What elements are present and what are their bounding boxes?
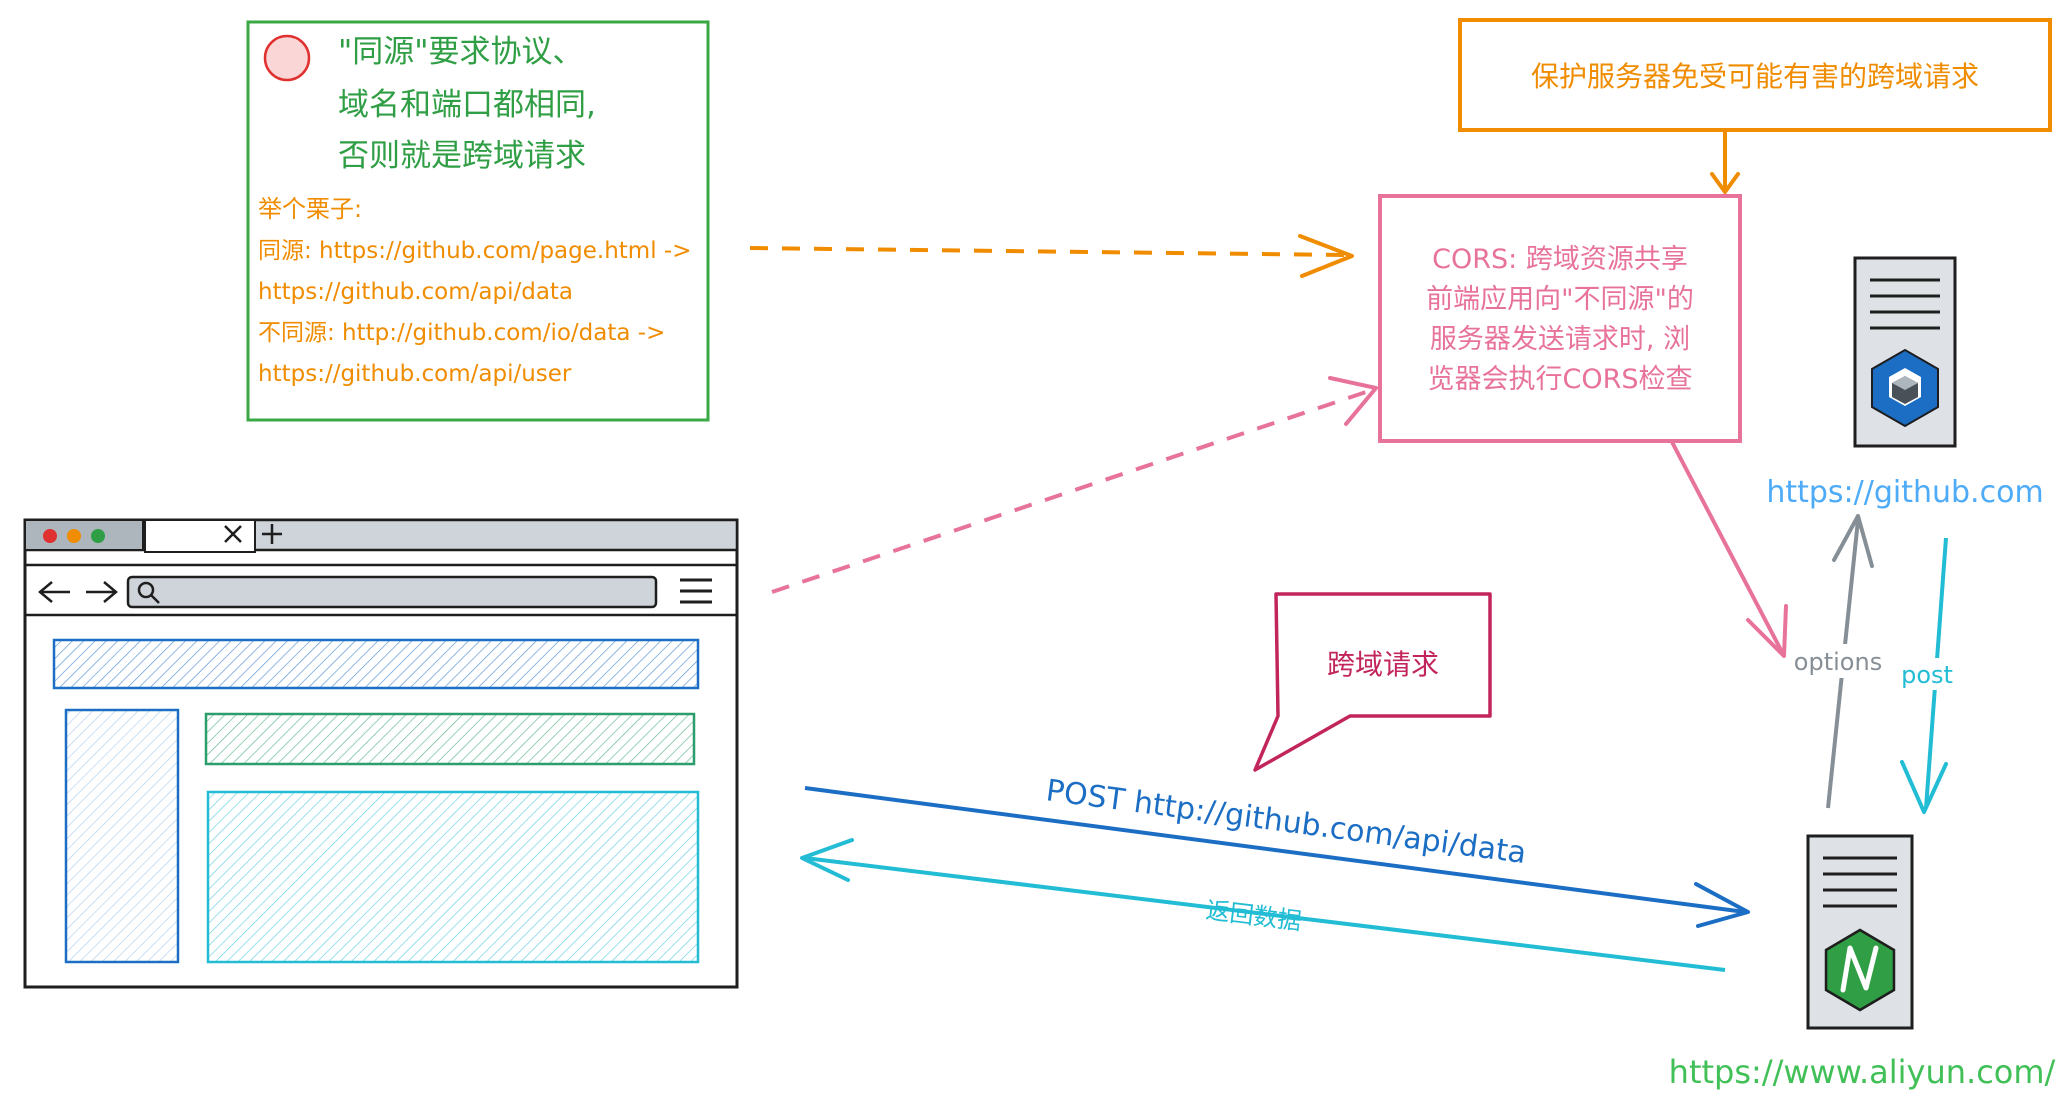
same-origin-to-cors-arrow bbox=[749, 234, 1354, 278]
browser-tab[interactable] bbox=[144, 519, 256, 553]
example-line-3: 不同源: http://github.com/io/data -> bbox=[258, 320, 665, 346]
same-origin-note: "同源"要求协议、 域名和端口都相同, 否则就是跨域请求 举个栗子: 同源: h… bbox=[246, 20, 710, 422]
browser-window bbox=[23, 518, 739, 989]
aliyun-server bbox=[1806, 834, 1914, 1030]
cors-line-4: 览器会执行CORS检查 bbox=[1427, 364, 1692, 395]
protect-note-border bbox=[1458, 18, 2052, 132]
page-content-block bbox=[206, 790, 700, 964]
github-url-label: https://github.com bbox=[1766, 475, 2043, 510]
back-arrow-icon[interactable] bbox=[38, 581, 70, 603]
cross-request-bubble: 跨域请求 bbox=[1253, 592, 1492, 772]
speech-bubble-shape bbox=[1253, 592, 1492, 772]
cors-note-border bbox=[1378, 194, 1742, 443]
page-header-block bbox=[52, 638, 700, 690]
maximize-dot-icon[interactable] bbox=[91, 529, 105, 543]
example-header: 举个栗子: bbox=[258, 195, 362, 223]
address-bar[interactable] bbox=[126, 575, 658, 609]
page-banner-block bbox=[204, 712, 696, 766]
response-arrow bbox=[800, 838, 1726, 972]
protect-note-text: 保护服务器免受可能有害的跨域请求 bbox=[1531, 60, 1979, 93]
cors-to-server-arrow bbox=[1670, 441, 1788, 658]
tab-close-icon[interactable] bbox=[224, 525, 242, 543]
post-label-bg bbox=[1894, 658, 1960, 690]
close-dot-icon[interactable] bbox=[43, 529, 57, 543]
cors-line-2: 前端应用向"不同源"的 bbox=[1426, 284, 1694, 315]
new-tab-icon[interactable] bbox=[262, 524, 282, 544]
options-label: options bbox=[1794, 648, 1882, 676]
cross-request-text: 跨域请求 bbox=[1327, 648, 1439, 681]
github-server bbox=[1853, 256, 1957, 448]
window-controls bbox=[24, 519, 144, 551]
cors-line-1: CORS: 跨域资源共享 bbox=[1432, 244, 1688, 275]
response-label: 返回数据 bbox=[1204, 896, 1303, 935]
example-line-4: https://github.com/api/user bbox=[258, 361, 572, 387]
same-origin-note-border bbox=[246, 20, 710, 422]
forward-arrow-icon[interactable] bbox=[86, 581, 118, 603]
nodejs-hexagon-logo-icon bbox=[1824, 928, 1896, 1012]
example-line-1: 同源: https://github.com/page.html -> bbox=[258, 238, 691, 264]
cloud-c-logo-icon bbox=[1871, 348, 1939, 428]
red-circle-icon bbox=[263, 34, 311, 82]
post-label: post bbox=[1901, 661, 1953, 689]
cors-note: CORS: 跨域资源共享 前端应用向"不同源"的 服务器发送请求时, 浏 览器会… bbox=[1378, 194, 1742, 443]
cors-line-3: 服务器发送请求时, 浏 bbox=[1430, 324, 1690, 355]
protect-to-cors-arrow bbox=[1710, 132, 1740, 196]
same-origin-title-line-3: 否则就是跨域请求 bbox=[338, 138, 586, 174]
browser-to-cors-arrow bbox=[771, 376, 1378, 594]
same-origin-title-line-2: 域名和端口都相同, bbox=[338, 87, 596, 123]
post-request-label: POST http://github.com/api/data bbox=[1044, 773, 1528, 871]
page-sidebar-block bbox=[64, 708, 180, 964]
hamburger-menu-icon[interactable] bbox=[680, 578, 712, 604]
example-line-2: https://github.com/api/data bbox=[258, 279, 573, 305]
search-icon bbox=[137, 581, 160, 604]
post-request-arrow bbox=[804, 786, 1750, 928]
same-origin-title-line-1: "同源"要求协议、 bbox=[338, 34, 584, 70]
aliyun-url-label: https://www.aliyun.com/ bbox=[1669, 1053, 2056, 1091]
options-label-bg bbox=[1792, 644, 1884, 678]
protect-note: 保护服务器免受可能有害的跨域请求 bbox=[1458, 18, 2052, 132]
minimize-dot-icon[interactable] bbox=[67, 529, 81, 543]
